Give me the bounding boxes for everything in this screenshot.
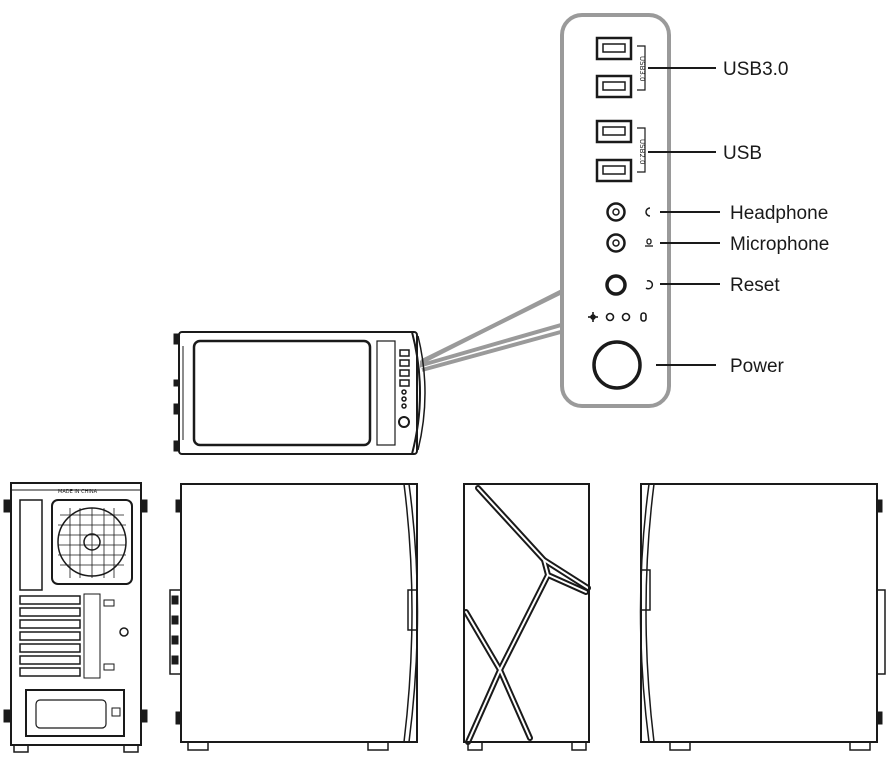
usb3-bracket xyxy=(637,45,646,91)
case-left-side-view xyxy=(169,483,419,751)
callout-headphone: Headphone xyxy=(730,203,828,224)
case-rear-view: MADE IN CHINA xyxy=(3,482,148,753)
top-glass-panel xyxy=(192,339,372,447)
callout-power: Power xyxy=(730,356,785,377)
callout-microphone: Microphone xyxy=(730,234,829,255)
rear-fan xyxy=(51,499,133,585)
usb3-port-1 xyxy=(595,36,633,61)
usb2-port-2 xyxy=(595,158,633,183)
io-panel-frame xyxy=(560,13,671,408)
usb2-port-1 xyxy=(595,119,633,144)
microphone-jack xyxy=(606,233,626,253)
callout-reset: Reset xyxy=(730,275,780,296)
rear-expansion-slots xyxy=(19,595,81,677)
usb3-small-label: USB3.0 xyxy=(638,56,646,82)
reset-button xyxy=(605,274,627,296)
headphone-icon xyxy=(645,207,651,217)
fan-icon xyxy=(588,312,598,322)
led-indicator-2 xyxy=(621,312,631,322)
indicator-row xyxy=(588,312,647,322)
reset-icon xyxy=(645,280,654,290)
usb3-port-2 xyxy=(595,74,633,99)
microphone-icon xyxy=(645,238,653,247)
led-indicator-3 xyxy=(640,312,647,322)
rear-io-shield xyxy=(19,499,43,591)
usb2-small-label: USB2.0 xyxy=(638,139,646,165)
callout-lines xyxy=(648,67,720,366)
callout-usb: USB xyxy=(723,143,762,164)
headphone-jack xyxy=(606,202,626,222)
case-top-view xyxy=(173,331,426,455)
io-panel-detail: USB3.0 USB2.0 xyxy=(560,13,671,408)
rear-psu-bay xyxy=(25,689,125,737)
callout-usb3: USB3.0 xyxy=(723,59,788,80)
led-indicator-1 xyxy=(605,312,615,322)
rear-made-in-label: MADE IN CHINA xyxy=(58,489,98,495)
zoom-connector xyxy=(420,284,570,372)
case-right-side-view xyxy=(639,483,886,751)
usb2-bracket xyxy=(637,127,646,173)
case-front-view xyxy=(463,483,591,751)
rear-fan-mesh xyxy=(58,508,126,578)
power-button xyxy=(592,340,642,390)
top-io-ports xyxy=(398,349,410,428)
